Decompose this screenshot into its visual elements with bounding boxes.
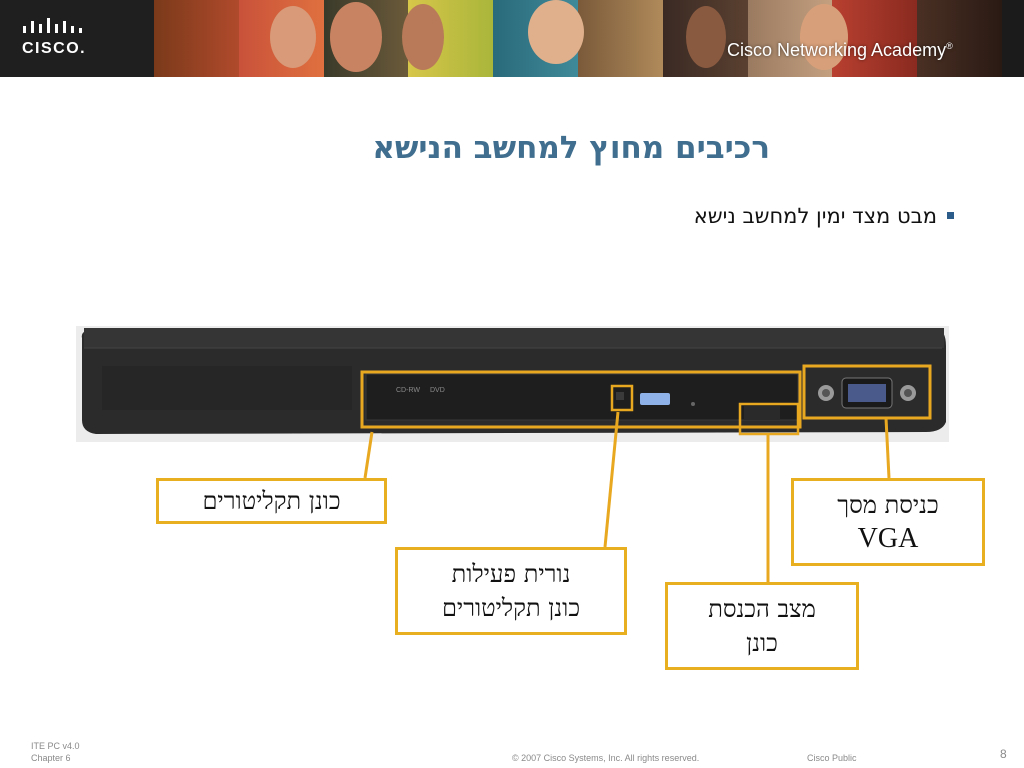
callout-optical-drive: כונן תקליטורים (156, 478, 387, 524)
cisco-logo-text: CISCO. (22, 40, 87, 57)
callout-vga-line1: כניסת מסך (837, 491, 939, 519)
cisco-logo: CISCO. (0, 0, 154, 77)
bullet-text: מבט מצד ימין למחשב נישא (693, 204, 937, 228)
callout-vga-line2: VGA (857, 523, 919, 554)
banner: CISCO. Cisco Networking Academy® (0, 0, 1024, 77)
banner-face (330, 2, 382, 72)
cd-rw-label: CD-RW (396, 387, 420, 394)
banner-face (528, 0, 584, 64)
callout-vga-port: כניסת מסך VGA (791, 478, 985, 566)
callout-switch-line2: כונן (746, 629, 778, 657)
banner-face (402, 4, 444, 70)
page-number: 8 (1000, 747, 1007, 761)
laptop-side-photo: CD-RW DVD (76, 326, 949, 442)
dvd-label: DVD (430, 387, 445, 394)
footer-course-info: ITE PC v4.0 Chapter 6 (31, 740, 80, 764)
callout-drive-activity-led: נורית פעילות כונן תקליטורים (395, 547, 627, 635)
bullet-item: מבט מצד ימין למחשב נישא (540, 204, 954, 228)
footer-copyright: © 2007 Cisco Systems, Inc. All rights re… (512, 753, 700, 763)
banner-face (800, 4, 848, 70)
academy-title-text: Cisco Networking Academy (727, 40, 947, 60)
footer-classification: Cisco Public (807, 753, 857, 763)
academy-title: Cisco Networking Academy® (727, 40, 953, 61)
callout-drive-insert-state: מצב הכנסת כונן (665, 582, 859, 670)
footer-course: ITE PC v4.0 (31, 741, 80, 751)
banner-face (270, 6, 316, 68)
footer-chapter: Chapter 6 (31, 753, 71, 763)
callout-switch-line1: מצב הכנסת (708, 595, 816, 623)
cisco-bars-icon (23, 18, 82, 33)
bullet-square-icon (947, 211, 954, 219)
banner-face (686, 6, 726, 68)
callout-led-line1: נורית פעילות (451, 560, 571, 588)
slide-title: רכיבים מחוץ למחשב הנישא (372, 130, 770, 166)
trademark: ® (946, 41, 953, 51)
callout-led-line2: כונן תקליטורים (441, 594, 581, 622)
callout-optical-drive-text: כונן תקליטורים (202, 487, 341, 515)
